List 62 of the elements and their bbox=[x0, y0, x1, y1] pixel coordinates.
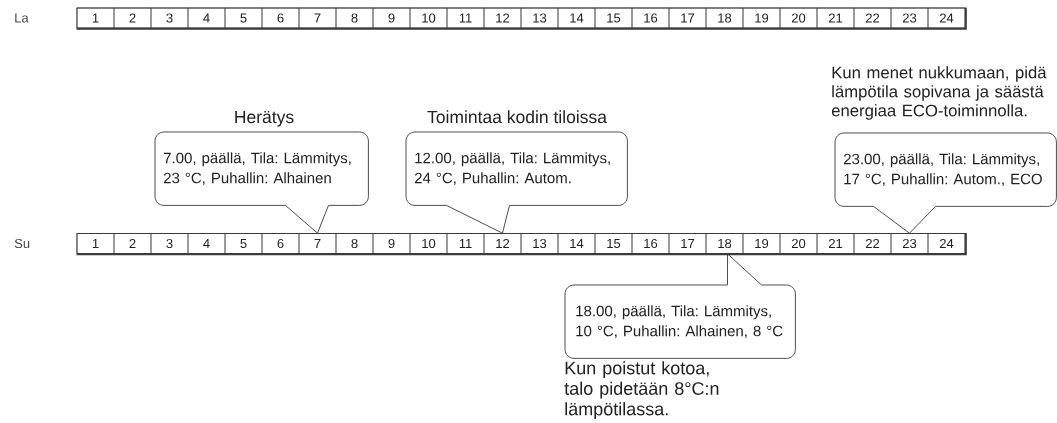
hour-cell: 10 bbox=[409, 7, 448, 29]
speech-bubble: 18.00, päällä, Tila: Lämmitys, 10 °C, Puhallin: Alhainen, 8 °C bbox=[564, 284, 796, 359]
bubble-tail bbox=[446, 204, 510, 234]
hour-cell: 7 bbox=[298, 7, 337, 29]
hour-cell: 22 bbox=[853, 233, 892, 254]
hour-cell: 20 bbox=[779, 7, 818, 29]
hour-cell: 1 bbox=[76, 7, 115, 29]
hour-cell: 9 bbox=[372, 233, 411, 254]
row-label: La bbox=[15, 13, 29, 23]
hour-cell: 17 bbox=[668, 7, 707, 29]
hour-cell: 23 bbox=[890, 7, 929, 29]
hour-cell: 13 bbox=[520, 233, 559, 254]
speech-bubble: 23.00, päällä, Tila: Lämmitys, 17 °C, Puhallin: Autom., ECO bbox=[834, 132, 1057, 207]
hour-cell: 24 bbox=[927, 7, 966, 29]
bubble-tail bbox=[873, 205, 936, 234]
hour-cell: 4 bbox=[187, 233, 226, 254]
hour-cell: 9 bbox=[372, 7, 411, 29]
hour-cell: 17 bbox=[668, 233, 707, 254]
hour-cell: 6 bbox=[261, 233, 300, 254]
hour-cell: 4 bbox=[187, 7, 226, 29]
hour-cell: 12 bbox=[483, 7, 522, 29]
hour-cell: 24 bbox=[927, 233, 966, 254]
hour-cell: 14 bbox=[557, 7, 596, 29]
hour-cell: 11 bbox=[446, 233, 485, 254]
caption-text: Kun menet nukkumaan, pidä lämpötila sopivana ja säästä energiaa ECO-toiminnolla. bbox=[831, 66, 1047, 120]
speech-bubble: 12.00, päällä, Tila: Lämmitys, 24 °C, Puhallin: Autom. bbox=[405, 131, 628, 206]
hour-cell: 6 bbox=[261, 7, 300, 29]
hour-cell: 13 bbox=[520, 7, 559, 29]
hour-cell: 10 bbox=[409, 233, 448, 254]
row-label: Su bbox=[14, 238, 30, 249]
hour-cell: 5 bbox=[224, 7, 263, 29]
bubble-tail bbox=[285, 204, 329, 234]
caption-text: Herätys bbox=[235, 110, 294, 127]
hour-cell: 16 bbox=[631, 7, 670, 29]
hour-cell: 23 bbox=[890, 233, 929, 254]
bubble-tail bbox=[727, 253, 762, 286]
hour-cell: 5 bbox=[224, 233, 263, 254]
hour-cell: 3 bbox=[150, 233, 189, 254]
hour-cell: 2 bbox=[113, 233, 152, 254]
caption-text: Kun poistut kotoa, talo pidetään 8°C:n lämpötilassa. bbox=[564, 361, 719, 419]
hour-cell: 3 bbox=[150, 7, 189, 29]
speech-bubble: 7.00, päällä, Tila: Lämmitys, 23 °C, Puhallin: Alhainen bbox=[154, 131, 369, 206]
hour-cell: 12 bbox=[483, 233, 522, 254]
hour-cell: 7 bbox=[298, 233, 337, 254]
hour-cell: 20 bbox=[779, 233, 818, 254]
hour-cell: 18 bbox=[705, 7, 744, 29]
hour-cell: 21 bbox=[816, 233, 855, 254]
hour-cell: 19 bbox=[742, 233, 781, 254]
hour-cell: 8 bbox=[335, 7, 374, 29]
caption-text: Toimintaa kodin tiloissa bbox=[427, 110, 607, 124]
hour-cell: 15 bbox=[594, 233, 633, 254]
hour-cell: 14 bbox=[557, 233, 596, 254]
hour-cell: 16 bbox=[631, 233, 670, 254]
hour-cell: 19 bbox=[742, 7, 781, 29]
hour-cell: 15 bbox=[594, 7, 633, 29]
hour-cell: 8 bbox=[335, 233, 374, 254]
hour-cell: 1 bbox=[76, 233, 115, 254]
hour-cell: 21 bbox=[816, 7, 855, 29]
hour-cell: 11 bbox=[446, 7, 485, 29]
hour-cell: 18 bbox=[705, 233, 744, 254]
hour-cell: 2 bbox=[113, 7, 152, 29]
hour-cell: 22 bbox=[853, 7, 892, 29]
